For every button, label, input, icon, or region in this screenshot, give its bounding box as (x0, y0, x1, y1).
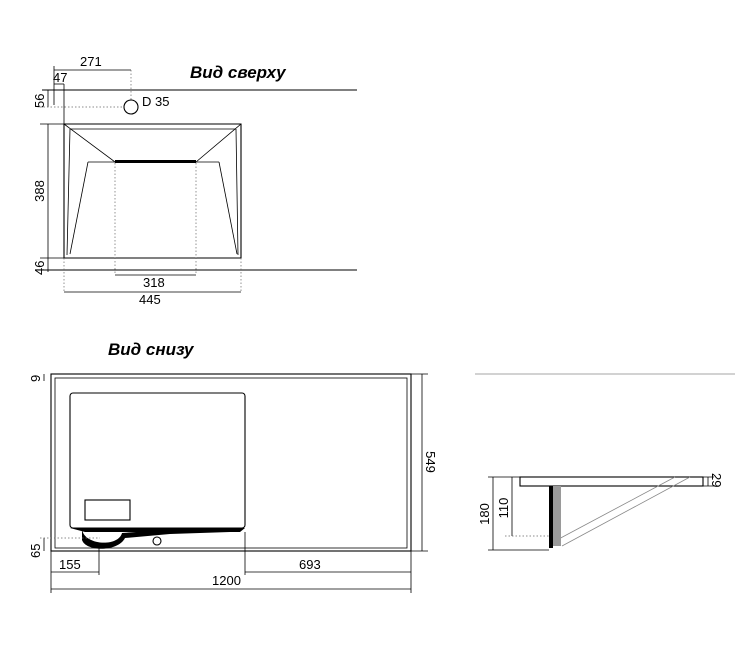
dim-549-text: 549 (423, 451, 438, 473)
dim-110-text: 110 (496, 498, 511, 519)
dim-1200-ext (50, 551, 412, 593)
drain-hole (123, 99, 139, 115)
dim-271-text: 271 (80, 54, 102, 69)
countertop-rim (54, 377, 408, 549)
bowl-bottom-outline (69, 392, 246, 529)
dim-29-ext (703, 476, 714, 487)
basin-slope-top (63, 123, 242, 163)
support-bracket (554, 476, 691, 547)
dim-180-ext (488, 476, 549, 551)
dim-56-text: 56 (32, 94, 47, 108)
dim-29-text: 29 (709, 473, 724, 487)
label-plate (84, 499, 131, 521)
dim-180-text: 180 (477, 503, 492, 525)
bowl-guide-lines (114, 163, 197, 275)
dim-318-text: 318 (143, 275, 165, 290)
dim-693-text: 693 (299, 557, 321, 572)
drain-label: D 35 (142, 94, 169, 109)
dim-388-text: 388 (32, 180, 47, 202)
dim-155-text: 155 (59, 557, 81, 572)
overflow-hole (152, 536, 162, 546)
top-view-title: Вид сверху (190, 63, 287, 82)
side-countertop-slab (519, 476, 704, 487)
side-bowl-wall (549, 486, 553, 548)
side-view: 29 110 180 (475, 373, 735, 551)
dim-46-text: 46 (32, 261, 47, 275)
bottom-view-title: Вид снизу (108, 340, 195, 359)
dim-65-text: 65 (28, 544, 43, 558)
countertop-outline (50, 373, 412, 552)
drain-fixture (82, 528, 230, 549)
side-bowl-shade (553, 486, 561, 546)
dim-47-ext (53, 66, 65, 124)
dim-549-ext (411, 373, 428, 552)
dim-445-text: 445 (139, 292, 161, 307)
dim-9-text: 9 (28, 375, 43, 382)
dim-388-ext (40, 123, 64, 259)
dim-47-text: 47 (53, 70, 67, 85)
basin-guide-lines (63, 258, 242, 292)
drain-slot (115, 160, 196, 163)
basin-slope-sides (69, 161, 238, 255)
top-view: Вид сверху D 35 271 47 56 388 (32, 54, 357, 307)
basin-inner-sides (66, 128, 239, 256)
dim-1200-text: 1200 (212, 573, 241, 588)
drain-fixture-hole (98, 538, 102, 542)
bottom-view: Вид снизу 9 549 65 155 693 (28, 340, 438, 593)
